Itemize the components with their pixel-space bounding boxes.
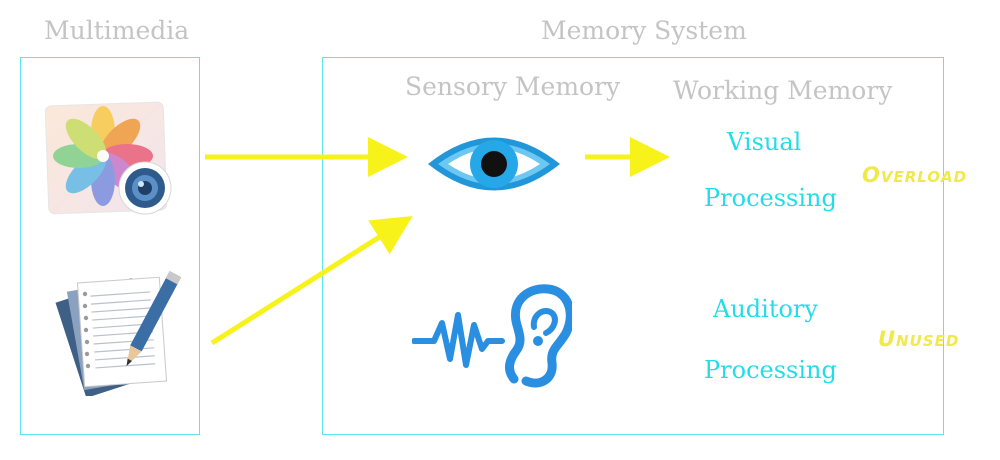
visual-label: Visual — [727, 128, 802, 156]
document-pencil-icon — [55, 271, 182, 396]
multimedia-box — [20, 57, 200, 435]
overload-annotation: Overload — [862, 163, 968, 187]
working-memory-heading: Working Memory — [673, 76, 893, 105]
sensory-memory-heading: Sensory Memory — [405, 72, 621, 101]
multimedia-heading: Multimedia — [44, 16, 190, 45]
eye-icon — [428, 137, 560, 191]
photos-icon — [45, 101, 172, 215]
visual-processing-label: Processing — [704, 184, 837, 212]
auditory-processing-label: Processing — [704, 356, 837, 384]
ear-soundwave-icon — [412, 284, 572, 388]
memory-system-heading: Memory System — [541, 16, 747, 45]
arrow-text-to-eye — [210, 215, 413, 346]
auditory-label: Auditory — [713, 295, 818, 323]
unused-annotation: Unused — [878, 327, 960, 351]
memory-system-box — [322, 57, 944, 435]
